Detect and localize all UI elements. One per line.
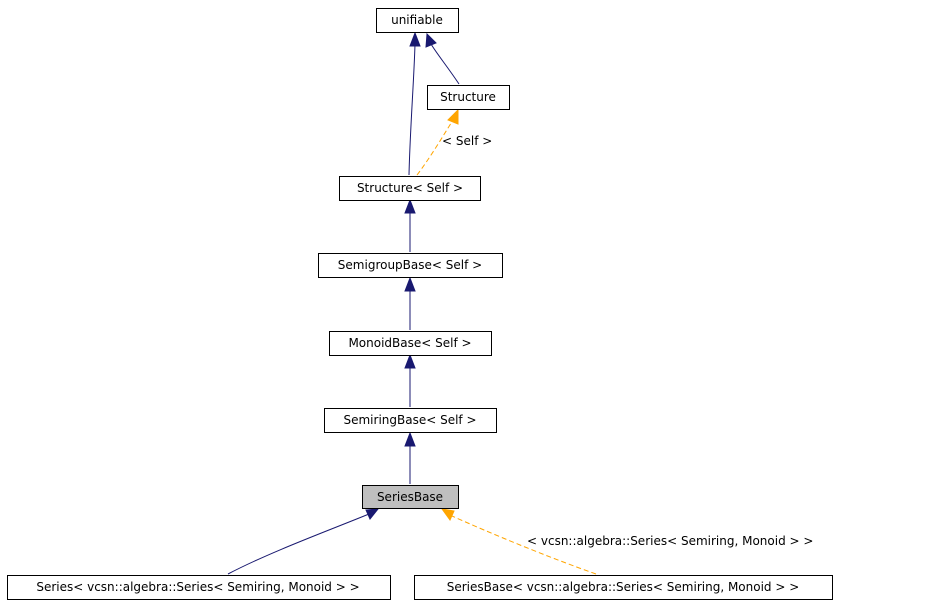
arrowhead-icon — [404, 353, 416, 369]
edge-series-instance-to-seriesbase — [227, 513, 370, 575]
node-monoid-base[interactable]: MonoidBase< Self > — [329, 331, 492, 356]
edge-structure-self-to-unifiable — [408, 43, 416, 176]
arrowhead-icon — [409, 31, 421, 47]
edge-label-series-template: < vcsn::algebra::Series< Semiring, Monoi… — [527, 534, 813, 548]
node-unifiable[interactable]: unifiable — [376, 8, 459, 33]
edge-seriesbase-instance-to-seriesbase — [451, 515, 597, 575]
node-series-instance[interactable]: Series< vcsn::algebra::Series< Semiring,… — [7, 575, 391, 600]
node-series-base[interactable]: SeriesBase — [362, 485, 459, 509]
arrowhead-icon — [365, 508, 380, 520]
node-semiring-base[interactable]: SemiringBase< Self > — [324, 408, 497, 433]
edge-structure-self-to-structure — [416, 119, 454, 176]
node-series-base-instance[interactable]: SeriesBase< vcsn::algebra::Series< Semir… — [414, 575, 833, 600]
node-structure[interactable]: Structure — [427, 85, 510, 110]
node-label: unifiable — [391, 13, 443, 27]
node-label: SemiringBase< Self > — [343, 413, 476, 427]
node-semigroup-base[interactable]: SemigroupBase< Self > — [318, 253, 503, 278]
arrowhead-icon — [440, 508, 455, 521]
node-label: MonoidBase< Self > — [348, 336, 471, 350]
edge-label-self-template: < Self > — [442, 134, 492, 148]
edge-structure-to-unifiable — [430, 43, 460, 85]
node-label: Structure — [440, 90, 496, 104]
node-label: SemigroupBase< Self > — [338, 258, 482, 272]
node-label: Structure< Self > — [357, 181, 463, 195]
arrowhead-icon — [404, 431, 416, 447]
node-structure-self[interactable]: Structure< Self > — [339, 176, 481, 201]
node-label: Series< vcsn::algebra::Series< Semiring,… — [36, 580, 359, 594]
arrowhead-icon — [404, 276, 416, 292]
node-label: SeriesBase — [377, 490, 443, 504]
arrowhead-icon — [404, 198, 416, 214]
node-label: SeriesBase< vcsn::algebra::Series< Semir… — [447, 580, 800, 594]
arrowhead-icon — [425, 32, 437, 48]
edges — [227, 31, 597, 575]
arrowhead-icon — [447, 108, 459, 125]
